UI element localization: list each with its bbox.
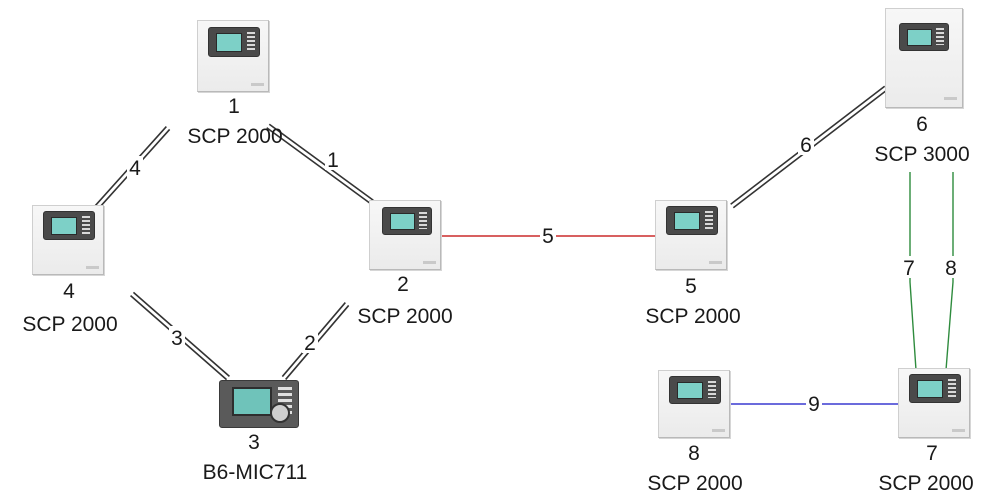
node-7-model: SCP 2000 — [878, 472, 974, 495]
panel-icon — [885, 8, 963, 108]
node-6-number: 6 — [916, 113, 928, 136]
node-7-panel[interactable] — [898, 368, 970, 438]
link-4[interactable]: 4 — [94, 125, 171, 210]
node-3-keypad[interactable] — [219, 380, 299, 428]
node-2-panel[interactable] — [369, 200, 441, 270]
node-5-model: SCP 2000 — [645, 305, 741, 328]
keypad-icon — [219, 380, 299, 428]
node-3-number: 3 — [248, 431, 260, 454]
node-6-panel[interactable] — [885, 8, 963, 108]
link-4-label: 4 — [129, 157, 141, 180]
link-7-label: 7 — [903, 257, 915, 280]
panel-icon — [898, 368, 970, 438]
node-4-panel[interactable] — [32, 205, 104, 275]
link-1[interactable]: 1 — [266, 123, 374, 205]
node-8-panel[interactable] — [658, 370, 730, 438]
node-4-model: SCP 2000 — [22, 313, 118, 336]
link-2[interactable]: 2 — [281, 302, 350, 380]
node-1-panel[interactable] — [197, 20, 269, 92]
node-1-number: 1 — [228, 95, 240, 118]
node-2-model: SCP 2000 — [357, 305, 453, 328]
link-7[interactable]: 7 — [901, 172, 917, 371]
link-6-label: 6 — [800, 134, 812, 157]
link-8[interactable]: 8 — [943, 172, 959, 371]
link-6[interactable]: 6 — [730, 85, 888, 209]
node-5-number: 5 — [685, 275, 697, 298]
node-3-model: B6-MIC711 — [202, 461, 308, 484]
link-2-label: 2 — [304, 332, 316, 355]
node-1-model: SCP 2000 — [187, 125, 283, 148]
panel-icon — [32, 205, 104, 275]
panel-icon — [655, 200, 727, 270]
link-9-label: 9 — [808, 393, 820, 416]
node-7-number: 7 — [926, 442, 938, 465]
node-8-model: SCP 2000 — [647, 472, 743, 495]
link-3[interactable]: 3 — [130, 291, 230, 381]
link-3-label: 3 — [171, 327, 183, 350]
link-1-label: 1 — [327, 149, 339, 172]
node-2-number: 2 — [397, 273, 409, 296]
node-4-number: 4 — [63, 280, 75, 303]
panel-icon — [658, 370, 730, 438]
node-8-number: 8 — [688, 442, 700, 465]
link-5-label: 5 — [542, 225, 554, 248]
link-8-label: 8 — [945, 257, 957, 280]
node-5-panel[interactable] — [655, 200, 727, 270]
panel-icon — [369, 200, 441, 270]
node-6-model: SCP 3000 — [874, 143, 970, 166]
link-5[interactable]: 5 — [441, 224, 655, 248]
panel-icon — [197, 20, 269, 92]
link-9[interactable]: 9 — [730, 392, 898, 416]
